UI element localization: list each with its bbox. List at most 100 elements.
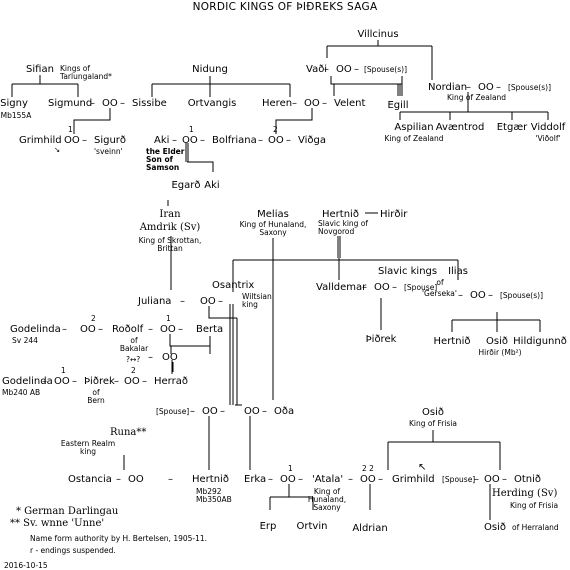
ilias-title: 'Gerseka' (422, 289, 457, 298)
melias-title: King of Hunaland, Saxony (239, 220, 307, 237)
mark-1a: 1 (68, 125, 73, 134)
osid-3-title: of Herraland (512, 523, 559, 532)
spouse-osantrix: [Spouse] (156, 407, 190, 416)
arrow-mark-2: ↖ (418, 462, 427, 473)
person-villcinus: Villcinus (357, 29, 399, 40)
person-osid-2: Osið (422, 407, 444, 418)
person-ilias: Ilias (448, 266, 468, 277)
marriage-osantrix-spouse: OO (202, 406, 218, 417)
marriage-nordian: OO (478, 82, 494, 93)
person-grimhild: Grimhild (19, 135, 62, 146)
dash-21: – (98, 324, 103, 335)
marriage-vadi: OO (336, 64, 352, 75)
dash-5: – (90, 98, 95, 109)
person-osantrix: Osantrix (212, 280, 255, 291)
spouse-vadi: [Spouse(s)] (364, 65, 407, 74)
person-bolfriana: Bolfriana (212, 135, 257, 146)
amdrik-title: King of Skrottan, Brittan (138, 236, 202, 253)
unknown-parents: ?↔? (126, 355, 141, 364)
mark-2c: 2 (131, 366, 136, 375)
osid-2-title: King of Frisia (408, 419, 458, 428)
marriage-grimhild: OO (64, 135, 80, 146)
hertnid-3-ref: Mb292 Mb350AB (196, 487, 232, 504)
dash-2: – (354, 64, 359, 75)
dash-36: – (348, 474, 353, 485)
dash-31: – (262, 406, 267, 417)
dash-14: – (362, 282, 367, 293)
person-atala: 'Atala' (312, 474, 344, 485)
mark-2a: 2 (273, 125, 278, 134)
marriage-erka: OO (280, 474, 296, 485)
osantrix-title: Wiltsian king (242, 292, 272, 309)
person-egill: Egill (387, 100, 409, 111)
person-nidung: Nidung (192, 64, 228, 75)
person-herrad: Herrað (154, 376, 188, 387)
person-thidrek-of-bern: Þiðrek (84, 376, 115, 387)
dash-11: – (200, 135, 205, 146)
person-hildigunnd: Hildigunnð (513, 336, 567, 347)
person-aki2: Aki (204, 180, 220, 191)
aki-note: the Elder Son of Samson (146, 147, 185, 172)
person-godelinda-1: Godelinda (10, 324, 61, 335)
godelinda-1-ref: Sv 244 (12, 336, 38, 345)
dash-7: – (292, 98, 297, 109)
person-oda: Oða (274, 406, 295, 417)
person-osid-3: Osið (484, 522, 506, 533)
person-herding: Herding (Sv) (492, 488, 558, 499)
thidrek-of-bern-title: of Bern (87, 388, 105, 405)
dash-34: – (268, 474, 273, 485)
marriage-oda: OO (244, 406, 260, 417)
marriage-godelinda-2: OO (54, 376, 70, 387)
person-osid: Osið (486, 336, 508, 347)
marriage-aki: OO (182, 135, 198, 146)
aspilian-title: King of Zealand (384, 134, 444, 143)
dash-28: – (142, 376, 147, 387)
mark-1c: 1 (166, 314, 171, 323)
dash-8: – (322, 98, 327, 109)
marriage-velent: OO (304, 98, 320, 109)
spouse-ilias: [Spouse(s)] (500, 291, 543, 300)
hertnid-title: Slavic king of Novgorod (318, 219, 369, 236)
viddolf-alias: 'Viðolf' (535, 134, 561, 143)
dash-4: – (496, 82, 501, 93)
mark-1b: 1 (189, 125, 194, 134)
dash-23: – (178, 324, 183, 335)
person-heren: Heren (262, 98, 293, 109)
person-sissibe: Sissibe (132, 98, 167, 109)
person-vidga: Viðga (298, 135, 326, 146)
marriage-herrad: OO (124, 376, 140, 387)
marriage-grimhild-2: OO (360, 474, 376, 485)
dash-15: – (392, 282, 397, 293)
runa-title: Eastern Realm king (60, 439, 116, 456)
person-velent: Velent (334, 98, 366, 109)
dash-9: – (82, 135, 87, 146)
spouse-otnid: [Spouse] (442, 475, 476, 484)
diagram-title: NORDIC KINGS OF ÞIÐREKS SAGA (192, 1, 378, 13)
dash-32: – (116, 474, 121, 485)
person-valldemar: Valldemar (316, 282, 367, 293)
person-sifian: Sifian (26, 64, 54, 75)
dash-1: – (324, 64, 329, 75)
dash-10: – (172, 135, 177, 146)
marriage-ilias: OO (470, 290, 486, 301)
dash-13: – (286, 135, 291, 146)
mark-22: 2 2 (362, 464, 374, 473)
osid-title: Hirðir (Mb²) (478, 348, 522, 357)
person-egard: Egarð (171, 180, 201, 191)
ilias-of: of (436, 278, 444, 287)
dash-6: – (120, 98, 125, 109)
atala-title: King of Hunaland, Saxony (307, 487, 347, 512)
signy-ref: Mb155A (0, 111, 32, 120)
dash-19: – (218, 296, 223, 307)
marriage-juliana: OO (200, 296, 216, 307)
mark-1e: 1 (288, 464, 293, 473)
mark-1d: 1 (61, 366, 66, 375)
dash-3: – (466, 82, 471, 93)
slavic-kings-label: Slavic kings (378, 266, 438, 277)
dash-18: – (180, 296, 185, 307)
dash-30: – (220, 406, 225, 417)
dash-26: – (72, 376, 77, 387)
arrow-mark: ↘ (54, 145, 61, 154)
